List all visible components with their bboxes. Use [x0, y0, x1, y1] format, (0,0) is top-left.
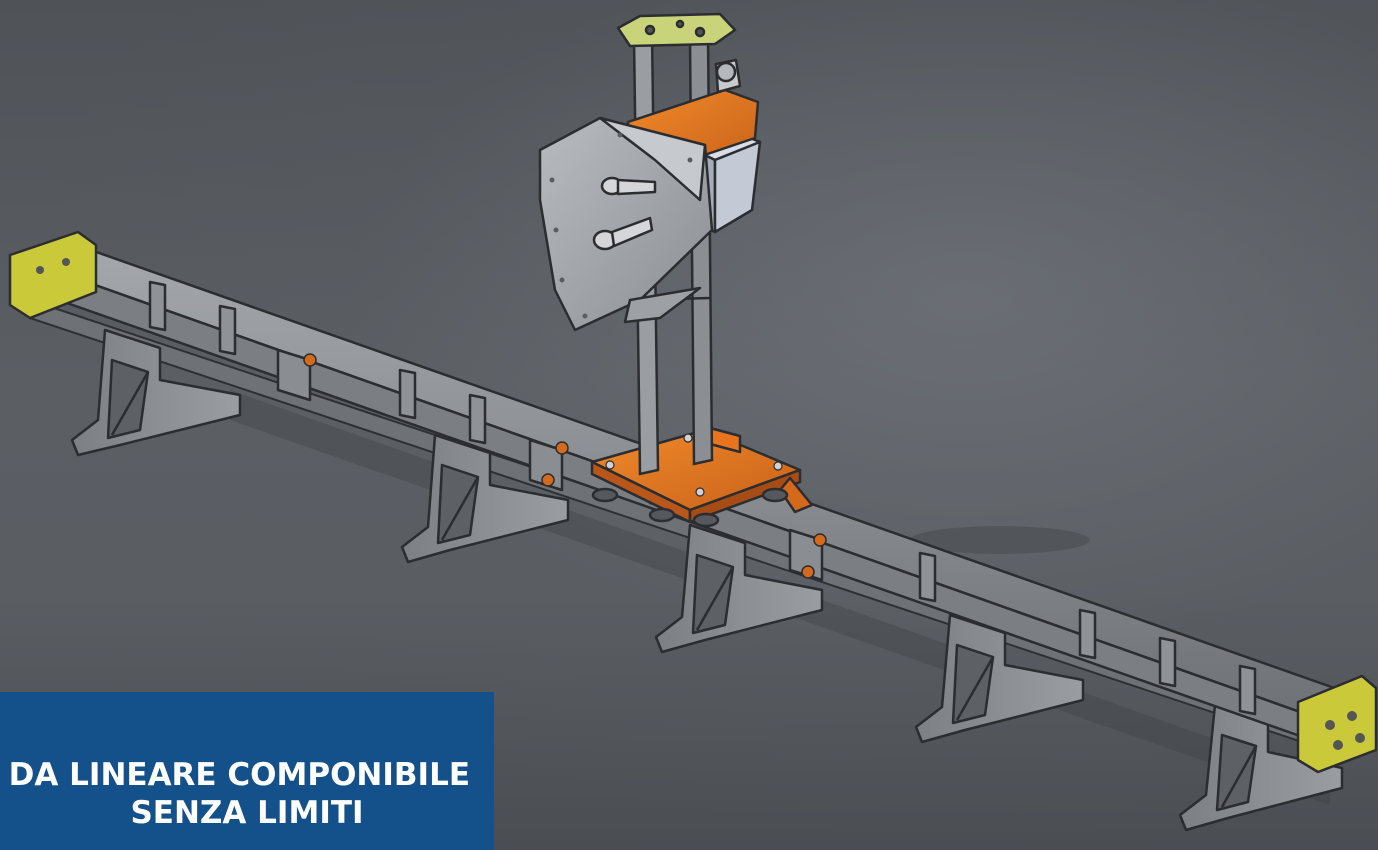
caption-line-2: SENZA LIMITI	[130, 795, 364, 831]
end-plate-left	[8, 230, 98, 320]
support-leg	[654, 523, 824, 654]
caption-banner: DA LINEARE COMPONIBILE SENZA LIMITI	[0, 692, 494, 850]
support-leg	[70, 328, 242, 457]
support-leg	[914, 613, 1085, 744]
support-leg	[400, 433, 570, 564]
support-leg	[1178, 703, 1344, 832]
end-plate-right	[1296, 674, 1378, 774]
support-legs	[70, 328, 1344, 832]
top-plate	[616, 12, 737, 48]
caption-line-1: DA LINEARE COMPONIBILE	[8, 757, 470, 793]
lower-guide-rod	[29, 298, 1321, 750]
welding-shield	[538, 116, 714, 332]
